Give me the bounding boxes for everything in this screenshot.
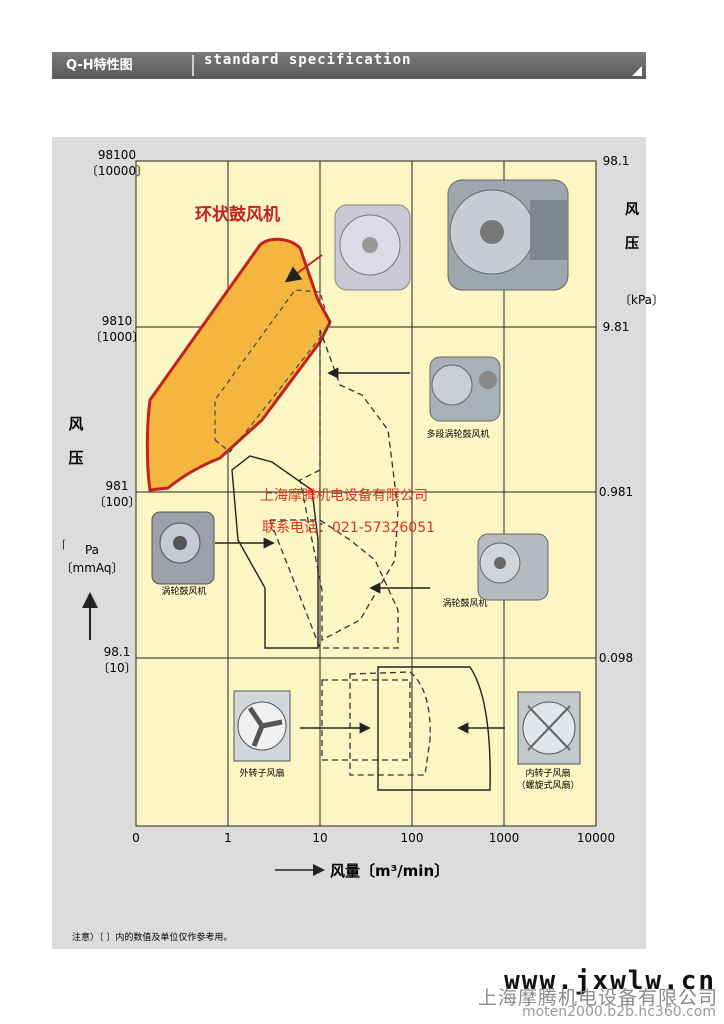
left-tick-pa: 981 bbox=[106, 479, 129, 493]
turbo-blower-region-solid bbox=[231, 455, 319, 649]
left-axis-label-2: 压 bbox=[68, 449, 83, 467]
turbo-blower-right-image bbox=[477, 533, 549, 601]
left-tick-pa: 98100 bbox=[98, 148, 136, 162]
left-tick-pa: 9810 bbox=[102, 314, 133, 328]
inner-rotor-fan-image bbox=[517, 691, 581, 765]
x-tick-label: 100 bbox=[401, 831, 424, 845]
x-tick-label: 1000 bbox=[489, 831, 520, 845]
left-unit-open-bracket: ⌈ bbox=[62, 538, 66, 551]
left-unit-mmaq: 〔mmAq〕 bbox=[61, 561, 124, 575]
ring-blower-region bbox=[145, 237, 332, 492]
left-tick-mmaq: 〔1000〕 bbox=[90, 330, 145, 344]
footnote: 注意）〔 〕内的数值及单位仅作参考用。 bbox=[72, 931, 232, 943]
header-divider bbox=[192, 55, 194, 76]
watermark-url: www.jxwlw.cn bbox=[504, 966, 716, 996]
left-tick-mmaq: 〔100〕 bbox=[94, 495, 141, 509]
x-tick-label: 10000 bbox=[577, 831, 615, 845]
outer-rotor-fan-image bbox=[233, 690, 291, 762]
right-tick-label: 0.981 bbox=[599, 485, 633, 499]
turbo-blower-label-left: 涡轮鼓风机 bbox=[161, 585, 206, 597]
right-tick-label: 0.098 bbox=[599, 651, 633, 665]
left-axis: 98100 〔10000〕 9810 〔1000〕 981 〔100〕 98.1 〔10〕 bbox=[86, 148, 148, 675]
turbo-blower-label-right: 涡轮鼓风机 bbox=[442, 597, 487, 609]
right-unit-kpa: 〔kPa〕 bbox=[619, 293, 664, 307]
outer-rotor-fan-region-2 bbox=[349, 671, 431, 776]
turbo-blower-left-image bbox=[151, 511, 215, 585]
watermark-company: 上海摩腾机电设备有限公司 bbox=[477, 987, 718, 1009]
multistage-blower-image bbox=[429, 356, 501, 422]
right-axis-label-2: 压 bbox=[625, 236, 639, 252]
inner-rotor-fan-region bbox=[377, 666, 491, 791]
inner-rotor-fan-label: 内转子风扇 bbox=[525, 767, 570, 779]
header-subtitle: standard specification bbox=[204, 52, 412, 68]
header-title: Q-H特性图 bbox=[66, 58, 133, 73]
outer-rotor-fan-region bbox=[321, 679, 411, 761]
right-axis-label-1: 风 bbox=[625, 202, 639, 218]
ring-blower-arrow-icon bbox=[284, 254, 323, 283]
left-unit-pa: Pa bbox=[85, 543, 99, 557]
left-axis-label-1: 风 bbox=[68, 415, 83, 433]
overlay-company: 上海摩腾机电设备有限公司 bbox=[260, 487, 428, 504]
corner-triangle-icon bbox=[632, 66, 642, 76]
left-tick-mmaq: 〔10000〕 bbox=[86, 164, 148, 178]
x-tick-label: 10 bbox=[312, 831, 327, 845]
left-tick-pa: 98.1 bbox=[104, 645, 131, 659]
overlay-phone: 联系电话：021-57326051 bbox=[262, 520, 435, 536]
turbo-blower-region-dashed bbox=[269, 519, 399, 649]
ring-blower-large-image bbox=[447, 179, 569, 291]
ring-blower-label: 环状鼓风机 bbox=[195, 204, 280, 225]
multistage-blower-label: 多段涡轮鼓风机 bbox=[426, 428, 489, 440]
watermark-site: moten2000.b2b.hc360.com bbox=[521, 1004, 716, 1020]
x-tick-label: 0 bbox=[132, 831, 140, 845]
section-header: Q-H特性图 standard specification bbox=[52, 52, 646, 79]
ring-blower-small-image bbox=[334, 204, 411, 291]
x-tick-label: 1 bbox=[224, 831, 232, 845]
ring-blower-inner-region bbox=[214, 289, 331, 453]
x-axis-label: 风量〔m³/min〕 bbox=[330, 862, 449, 880]
left-tick-mmaq: 〔10〕 bbox=[97, 661, 136, 675]
inner-rotor-fan-sublabel: （螺旋式风扇） bbox=[516, 779, 579, 791]
x-axis: 0 1 10 100 1000 10000 bbox=[132, 831, 615, 845]
outer-rotor-fan-label: 外转子风扇 bbox=[239, 767, 284, 779]
right-axis: 98.1 9.81 0.981 0.098 bbox=[599, 154, 633, 665]
right-tick-label: 9.81 bbox=[603, 320, 630, 334]
right-tick-label: 98.1 bbox=[603, 154, 630, 168]
